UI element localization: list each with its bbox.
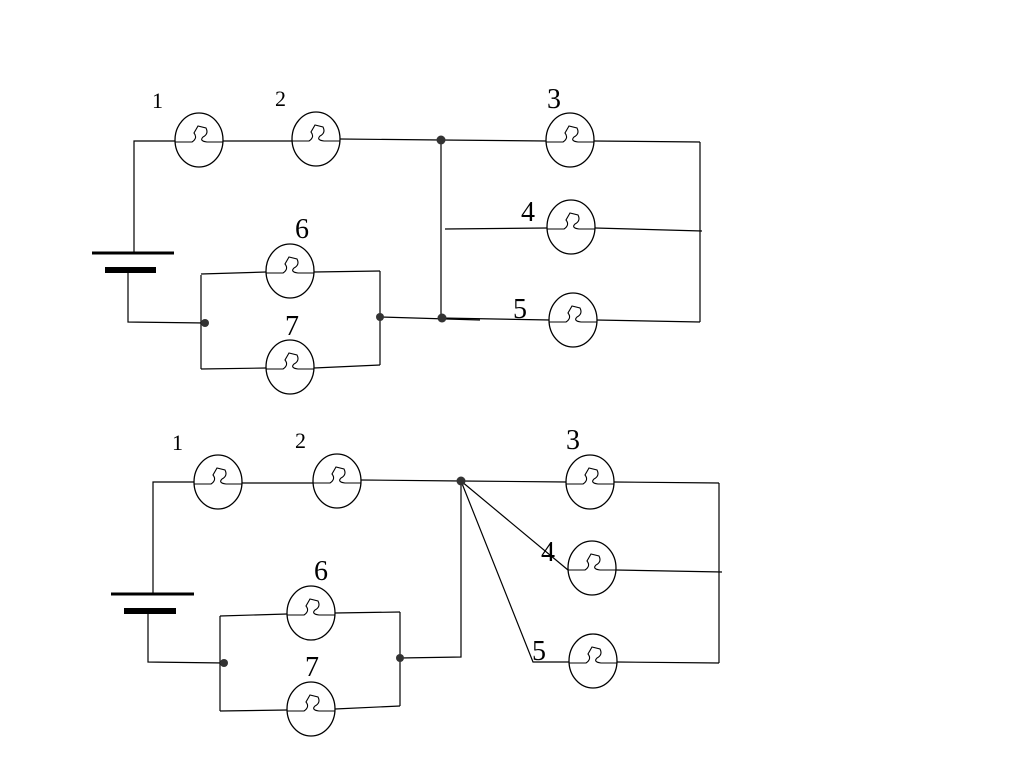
bulb-label-4: 4 [541, 537, 555, 568]
bulb-label-2: 2 [275, 86, 286, 111]
wire-bottom-b3-right [613, 481, 720, 484]
wire-top-6-right [313, 270, 381, 273]
bulb-label-7: 7 [305, 652, 319, 683]
wire-bottom-diag-to-b4 [460, 480, 569, 571]
lamp-icon [548, 292, 598, 348]
lamp-icon [286, 585, 336, 641]
wire-bottom-6-right [334, 611, 401, 614]
lamp-icon [193, 454, 243, 510]
junction-top-upper [436, 135, 446, 145]
wire-bottom-b2-junction [360, 479, 462, 482]
wire-top-to-b4 [444, 227, 548, 230]
wire-top-parallel-to-bus [379, 316, 481, 321]
junction-bottom-main [456, 476, 466, 486]
bulb-label-1: 1 [152, 88, 163, 113]
bulb-label-5: 5 [532, 636, 546, 667]
lamp-icon [265, 243, 315, 299]
bulb-label-7: 7 [285, 311, 299, 342]
bulb-label-3: 3 [547, 84, 561, 115]
wire-bottom-parallel-to-junction [399, 481, 462, 659]
circuit-top: 1 2 3 4 5 6 7 [92, 84, 703, 395]
lamp-icon [312, 453, 362, 509]
wire-bottom-to-b3 [460, 480, 567, 483]
wire-top-7-right [313, 364, 381, 369]
wire-top-to-b5 [440, 317, 551, 321]
lamp-icon [286, 681, 336, 737]
lamp-icon [567, 540, 617, 596]
wire-top-b2-junction [339, 138, 442, 141]
circuit-bottom: 1 2 3 4 5 6 7 [111, 425, 723, 737]
wire-top-b3-right [593, 140, 701, 143]
lamp-icon [174, 112, 224, 168]
wire-top-to-b3 [440, 139, 547, 142]
bulb-label-5: 5 [513, 294, 527, 325]
lamp-icon [545, 112, 595, 168]
wire-bottom-b4-right [615, 569, 723, 573]
wire-bottom-7-right [334, 705, 401, 710]
wire-top-battery-to-parallel [127, 272, 206, 324]
wire-top-main-left [133, 140, 176, 253]
junction-top-parallel-right [376, 313, 384, 321]
wire-bottom-7-left [219, 709, 288, 712]
junction-top-lower [437, 313, 447, 323]
lamp-icon [568, 633, 618, 689]
wire-bottom-6-left [219, 613, 288, 617]
wire-top-7-left [200, 367, 267, 370]
lamp-icon [265, 339, 315, 395]
bulb-label-6: 6 [295, 214, 309, 245]
bulb-label-2: 2 [295, 428, 306, 453]
lamp-icon [565, 454, 615, 510]
wire-bottom-diag-to-b5 [460, 480, 570, 663]
bulb-label-3: 3 [566, 425, 580, 456]
junction-bottom-parallel-right [396, 654, 404, 662]
wire-bottom-b5-right [616, 661, 720, 664]
lamp-icon [291, 111, 341, 167]
bulb-label-4: 4 [521, 197, 535, 228]
wire-top-b5-right [595, 319, 701, 323]
lamp-icon [546, 199, 596, 255]
bulb-label-6: 6 [314, 556, 328, 587]
junction-bottom-parallel-left [220, 659, 228, 667]
wire-bottom-main-left [152, 481, 195, 594]
wire-top-6-left [200, 271, 267, 275]
junction-top-parallel-left [201, 319, 209, 327]
wire-bottom-battery-to-parallel [147, 613, 225, 664]
wire-top-b4-right [594, 227, 703, 232]
bulb-label-1: 1 [172, 430, 183, 455]
